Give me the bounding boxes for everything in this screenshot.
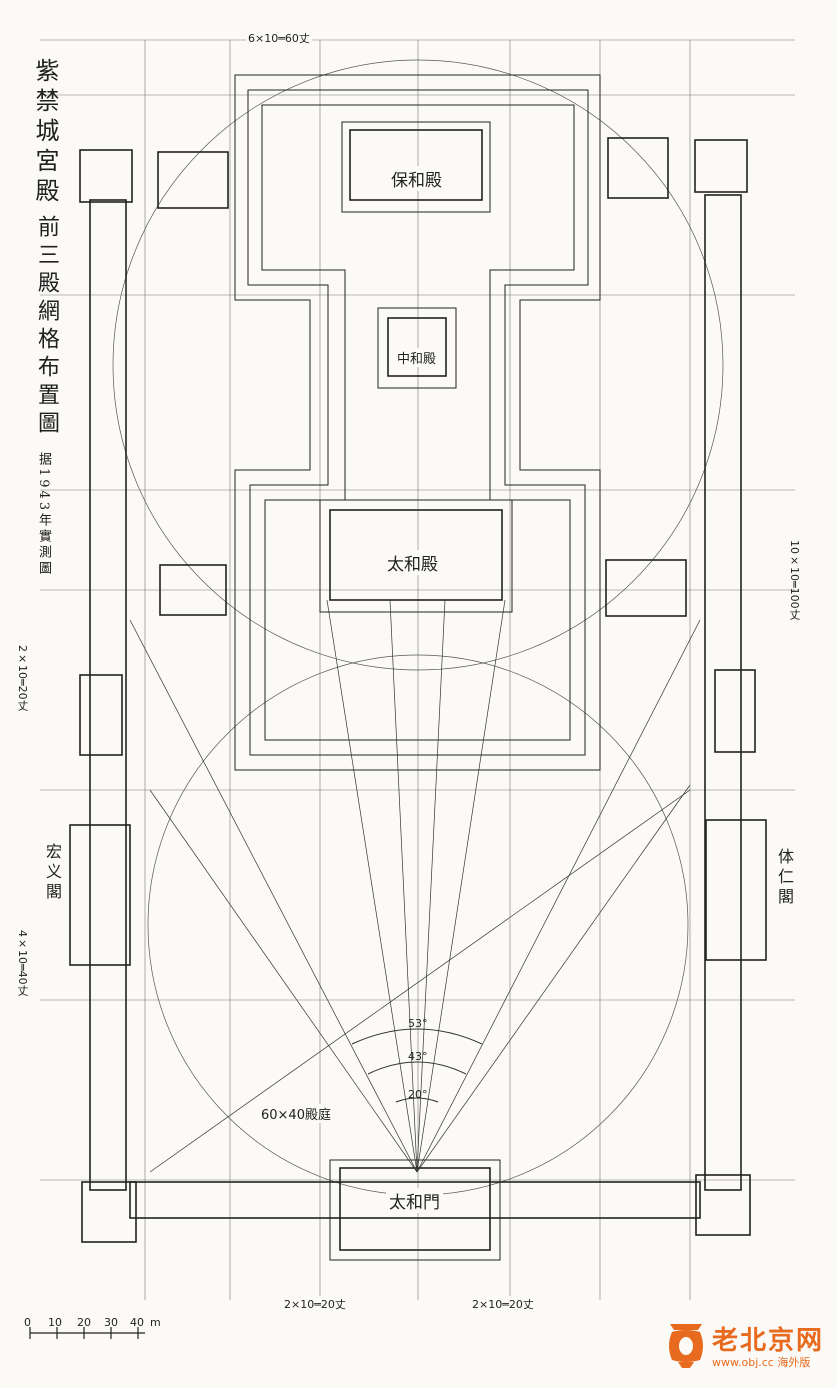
east-corridor (704, 194, 742, 1191)
dimension-bottom-right: 2×10═20丈 (470, 1296, 536, 1312)
dimension-bottom-left: 2×10═20丈 (282, 1296, 348, 1312)
arc-20 (395, 1097, 439, 1103)
scale-bar (29, 1327, 145, 1339)
sight-line-7 (416, 619, 701, 1173)
dimension-left-lower: 4×10═40丈 (16, 930, 29, 996)
west-corridor (89, 199, 127, 1191)
east-gate-middle (605, 559, 687, 617)
west-gate-north (157, 151, 229, 209)
watermark-tag: 海外版 (777, 1356, 811, 1369)
courtyard-diagonal (149, 789, 691, 1173)
drawing-source-note: 据1943年實測圖 (36, 452, 51, 578)
angle-label-20: 20° (408, 1088, 428, 1101)
upper-construction-circle (112, 59, 724, 671)
terrace-middle (247, 89, 589, 756)
sight-line-5 (416, 599, 506, 1173)
hall-label-zhonghe: 中和殿 (394, 348, 440, 367)
hall-label-baohe: 保和殿 (388, 166, 445, 191)
taihe-hall-building (329, 509, 503, 601)
dimension-right: 10×10═100丈 (788, 540, 801, 620)
terrace-inner (261, 104, 575, 741)
drawing-title-main: 紫禁城宮殿 (31, 58, 59, 208)
scale-tick-0: 0 (24, 1316, 31, 1329)
angle-arcs (351, 1028, 483, 1103)
hall-label-taihe: 太和殿 (384, 550, 441, 575)
zhonghe-hall-terrace (377, 307, 457, 389)
northeast-corner-tower (694, 139, 748, 193)
scale-tick-20: 20 (77, 1316, 91, 1329)
arc-53 (351, 1028, 483, 1045)
taihe-hall-terrace (319, 499, 513, 613)
sight-lines (129, 599, 701, 1173)
sight-line-6 (416, 784, 691, 1173)
sight-line-1 (149, 789, 418, 1173)
hall-label-tiren: 体仁閣 (772, 845, 796, 911)
arc-43 (367, 1061, 467, 1075)
northwest-corner-tower (79, 149, 133, 203)
drawing-title-sub: 前三殿網格布置圖 (34, 215, 59, 439)
watermark-name: 老北京网 (712, 1326, 825, 1356)
angle-label-53: 53° (408, 1017, 428, 1030)
sight-line-4 (416, 599, 446, 1173)
scale-tick-30: 30 (104, 1316, 118, 1329)
scale-unit: m (150, 1316, 161, 1329)
lantern-logo-icon (669, 1324, 703, 1368)
west-gate-middle (159, 564, 227, 616)
southeast-corner-tower (695, 1174, 751, 1236)
hall-label-hongyi: 宏义閣 (40, 840, 64, 906)
scale-tick-40: 40 (130, 1316, 144, 1329)
hall-label-taihemen: 太和門 (386, 1188, 443, 1213)
sight-line-2 (326, 599, 418, 1173)
building-outlines (69, 121, 767, 1261)
east-gate-lower (714, 669, 756, 753)
zhonghe-hall-building (387, 317, 447, 377)
dimension-top: 6×10═60丈 (246, 30, 312, 46)
watermark: 老北京网 www.obj.cc 海外版 (660, 1318, 830, 1380)
watermark-url-text: www.obj.cc (712, 1356, 774, 1369)
east-gate-north (607, 137, 669, 199)
three-tier-terrace-outline (234, 74, 601, 771)
hongyi-pavilion (69, 824, 131, 966)
scale-tick-10: 10 (48, 1316, 62, 1329)
courtyard-label: 60×40殿庭 (258, 1104, 334, 1123)
watermark-url: www.obj.cc 海外版 (712, 1354, 810, 1370)
west-gate-lower (79, 674, 123, 756)
southwest-corner-tower (81, 1181, 137, 1243)
baohe-hall-terrace (341, 121, 491, 213)
south-wall (129, 1181, 701, 1219)
baohe-hall-building (349, 129, 483, 201)
sight-line-3 (389, 599, 418, 1173)
dimension-left-upper: 2×10═20丈 (16, 645, 29, 711)
tiren-pavilion (705, 819, 767, 961)
sight-line-0 (129, 619, 418, 1173)
angle-label-43: 43° (408, 1050, 428, 1063)
terrace-outer (234, 74, 601, 771)
